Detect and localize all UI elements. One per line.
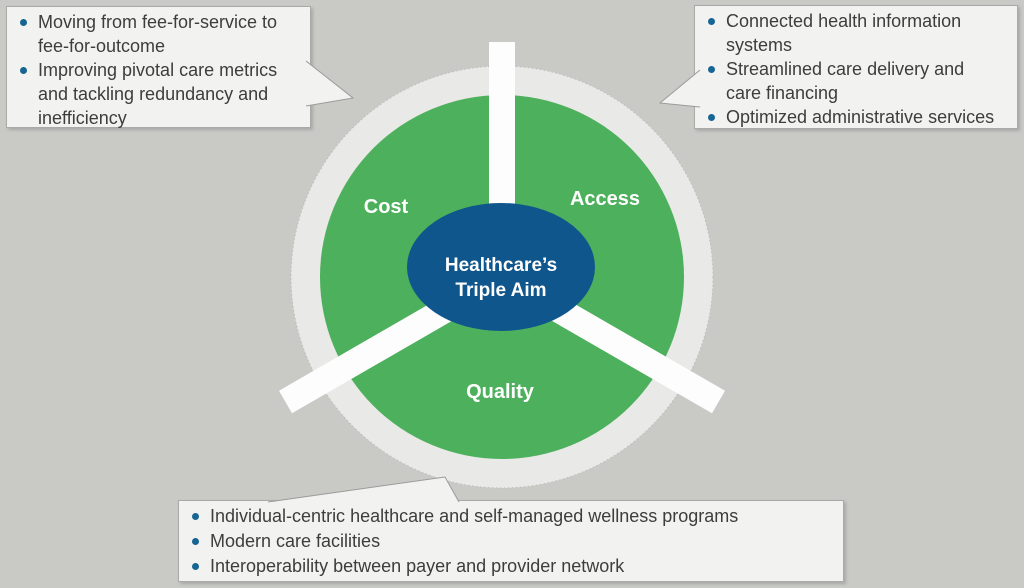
callout-item-text: Connected health information systems	[726, 11, 962, 55]
center-ellipse	[407, 203, 595, 331]
list-item: Connected health information systems	[695, 9, 1009, 57]
callout-bottom: Individual-centric healthcare and self-m…	[178, 500, 844, 582]
list-item: Modern care facilities	[179, 529, 835, 554]
callout-top-left: Moving from fee-for-service to fee-for-o…	[6, 6, 311, 128]
bullet-dot-icon	[20, 67, 27, 74]
callout-item-text: Interoperability between payer and provi…	[210, 556, 625, 576]
center-title-line1: Healthcare’s	[445, 255, 557, 276]
bullet-dot-icon	[708, 66, 715, 73]
center-title-line2: Triple Aim	[455, 280, 546, 301]
callout-bottom-list: Individual-centric healthcare and self-m…	[179, 501, 843, 582]
list-item: Improving pivotal care metrics and tackl…	[7, 58, 302, 130]
list-item: Interoperability between payer and provi…	[179, 554, 835, 579]
callout-top-right: Connected health information systems Str…	[694, 5, 1018, 129]
callout-item-text: Streamlined care delivery and care finan…	[726, 59, 965, 103]
sector-label-cost: Cost	[364, 196, 409, 218]
callout-item-text: Improving pivotal care metrics and tackl…	[38, 60, 278, 128]
callout-item-text: Optimized administrative services	[726, 107, 995, 127]
callout-item-text: Individual-centric healthcare and self-m…	[210, 506, 739, 526]
bullet-dot-icon	[192, 513, 199, 520]
bullet-dot-icon	[20, 19, 27, 26]
bullet-dot-icon	[192, 563, 199, 570]
bullet-dot-icon	[192, 538, 199, 545]
list-item: Streamlined care delivery and care finan…	[695, 57, 1009, 105]
list-item: Moving from fee-for-service to fee-for-o…	[7, 10, 302, 58]
sector-label-quality: Quality	[466, 381, 535, 403]
list-item: Individual-centric healthcare and self-m…	[179, 504, 835, 529]
callout-top-left-list: Moving from fee-for-service to fee-for-o…	[7, 7, 310, 133]
callout-item-text: Modern care facilities	[210, 531, 381, 551]
list-item: Optimized administrative services	[695, 105, 1009, 129]
callout-top-right-list: Connected health information systems Str…	[695, 6, 1017, 132]
bullet-dot-icon	[708, 114, 715, 121]
bullet-dot-icon	[708, 18, 715, 25]
callout-item-text: Moving from fee-for-service to fee-for-o…	[38, 12, 278, 56]
sector-label-access: Access	[570, 188, 640, 210]
